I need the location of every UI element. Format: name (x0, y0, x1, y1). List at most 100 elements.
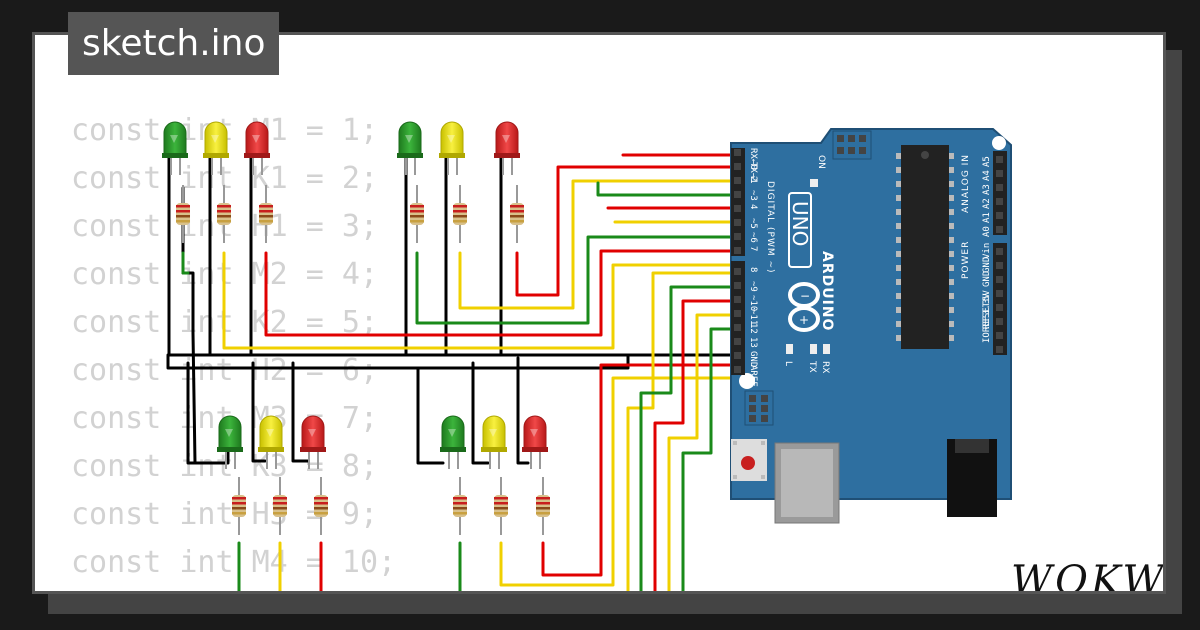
chip-notch (921, 151, 929, 159)
power-pin-label: 3.3V (982, 293, 992, 315)
resistor-band (232, 507, 246, 510)
led-highlight (405, 135, 413, 143)
digital-pin-label: GND (748, 351, 758, 367)
resistor-band (536, 502, 550, 505)
resistor-band (273, 497, 287, 500)
resistor-band (176, 215, 190, 218)
tx-led (810, 344, 817, 354)
led-highlight (266, 429, 274, 437)
logo-plus: + (799, 313, 809, 327)
resistor-body (536, 495, 550, 517)
led-highlight (308, 429, 316, 437)
header-pin (996, 212, 1003, 219)
tx-led-label: TX (807, 360, 817, 373)
arduino-logo-icon (788, 282, 820, 332)
resistor-band (453, 497, 467, 500)
header-pin (996, 198, 1003, 205)
analog-header (993, 151, 1007, 235)
chip-pin (949, 223, 954, 229)
chip-pin (949, 167, 954, 173)
led-base (440, 447, 466, 452)
icsp-pin (837, 135, 844, 142)
led-body (398, 121, 422, 156)
resistor-band (453, 210, 467, 213)
resistor-body (259, 203, 273, 225)
chip-pin (949, 209, 954, 215)
dc-jack-top (955, 439, 989, 453)
header-pin (996, 290, 1003, 297)
resistor-band (494, 497, 508, 500)
header-pin (996, 170, 1003, 177)
resistor-body (510, 203, 524, 225)
header-pin (734, 296, 741, 303)
code-background: const int M1 = 1;const int K1 = 2;const … (71, 107, 397, 591)
code-line: const int M4 = 10; (71, 545, 397, 580)
uno-badge (788, 192, 812, 268)
l-led (786, 344, 793, 354)
header-pin (734, 163, 741, 170)
chip-pin (949, 293, 954, 299)
resistor-body (494, 495, 508, 517)
rx-led-label: RX (820, 361, 830, 373)
resistor (453, 185, 467, 243)
wire (541, 363, 735, 577)
resistor (259, 185, 273, 243)
resistor-band (453, 220, 467, 223)
led-base (217, 447, 243, 452)
icsp-pin (749, 405, 756, 412)
led-highlight (502, 135, 510, 143)
digital-pwm-label: DIGITAL (PWM ~) (765, 181, 775, 274)
wire (415, 235, 735, 325)
digital-pin-label: TX→1 (748, 162, 758, 184)
on-led (810, 179, 818, 187)
digital-pin-label: ~6 (748, 232, 758, 243)
led-highlight (211, 135, 219, 143)
resistor-band (314, 497, 328, 500)
led-body (495, 121, 519, 156)
on-label: ON (816, 155, 826, 169)
resistor-band (232, 502, 246, 505)
resistor-band (510, 220, 524, 223)
wire (166, 353, 630, 370)
digital-pin-label: 7 (748, 246, 758, 251)
led-body (440, 121, 464, 156)
resistor-band (176, 210, 190, 213)
digital-pin-label: ~11 (748, 309, 758, 325)
resistor-band (536, 507, 550, 510)
reset-button-leg (733, 475, 737, 479)
header-pin (996, 332, 1003, 339)
reset-button-cap[interactable] (741, 456, 755, 470)
resistor-body (453, 495, 467, 517)
resistor-band (232, 497, 246, 500)
led-highlight (252, 135, 260, 143)
chip-pin (896, 307, 901, 313)
led-body (218, 415, 242, 450)
icsp-pin (749, 415, 756, 422)
header-pin (734, 324, 741, 331)
chip-pin (949, 321, 954, 327)
chip-pin (896, 195, 901, 201)
code-line: const int K3 = 8; (71, 449, 379, 484)
wire (681, 327, 735, 591)
resistor-band (510, 205, 524, 208)
digital-pin-label: 4 (748, 204, 758, 209)
digital-header-lower (731, 261, 745, 375)
usb-port-inner (781, 449, 833, 517)
led-body (245, 121, 269, 156)
header-pin (734, 366, 741, 373)
chip-pin (949, 279, 954, 285)
header-pin (734, 219, 741, 226)
yellow-led (258, 415, 284, 469)
power-pin-label: IOREF (982, 316, 992, 343)
header-pin (996, 156, 1003, 163)
atmega-chip (901, 145, 949, 349)
led-highlight (225, 429, 233, 437)
chip-pin (949, 237, 954, 243)
header-pin (734, 233, 741, 240)
resistor-band (410, 210, 424, 213)
resistor-band (536, 497, 550, 500)
digital-pin-label: 2 (748, 176, 758, 181)
wire-layer (166, 141, 735, 591)
resistor (536, 477, 550, 535)
